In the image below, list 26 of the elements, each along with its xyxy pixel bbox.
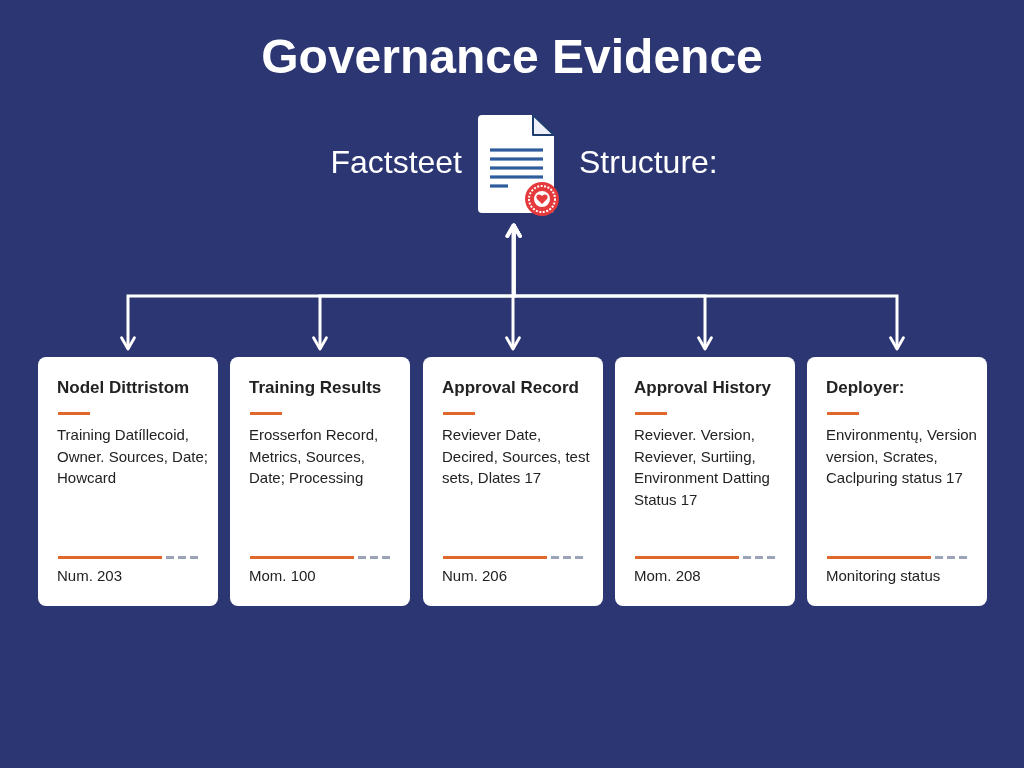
- card-footer: Mom. 208: [634, 565, 701, 587]
- card-text: Reviever Date, Decired, Sources, test sets, Dlates 17: [442, 425, 591, 488]
- card-heading: Nodel Dittristom: [57, 378, 191, 398]
- arrow: [506, 223, 905, 351]
- card-text: Reviever. Version, Reviever, Surtiing, Environment Datting Status 17: [634, 425, 771, 510]
- title: Governance Evidence: [261, 29, 763, 85]
- record-card: [230, 357, 410, 606]
- header-text: Structure:: [579, 143, 718, 182]
- card-text: Training Datíllecoid, Owner. Sources, Date; Howcard: [57, 425, 209, 488]
- header-text: Factsteet: [330, 143, 462, 182]
- card-heading: Approval History: [634, 378, 772, 398]
- record-card: [38, 357, 218, 606]
- record-card: [807, 357, 987, 606]
- card-heading: Deployer:: [826, 378, 906, 398]
- card-text: Erosserfon Record, Metrics, Sources, Date; Processing: [249, 425, 380, 488]
- document-icon: [478, 115, 562, 217]
- record-card: [615, 357, 795, 606]
- card-footer: Num. 206: [442, 565, 508, 587]
- arrow: [505, 223, 521, 351]
- card-footer: Monitoring status: [826, 565, 941, 587]
- card-footer: Mom. 100: [249, 565, 316, 587]
- card-text: Environmentų, Version version, Scrates, Caclpuring status 17: [826, 425, 978, 488]
- record-card: [423, 357, 603, 606]
- card-heading: Training Results: [249, 378, 383, 398]
- card-heading: Approval Record: [442, 378, 580, 398]
- card-footer: Num. 203: [57, 565, 123, 587]
